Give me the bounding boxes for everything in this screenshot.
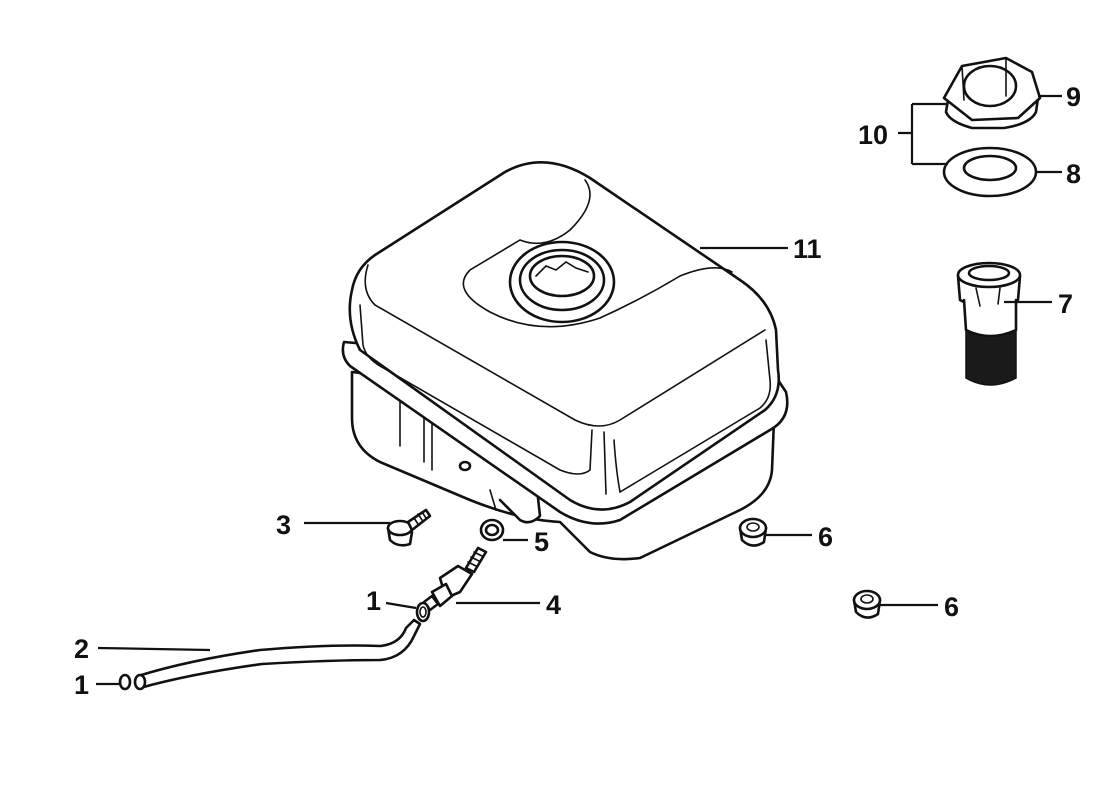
callout-6-lower: 6 [944, 592, 959, 622]
callout-5: 5 [534, 527, 549, 557]
callout-4: 4 [546, 590, 561, 620]
bolt [386, 508, 432, 547]
callout-7: 7 [1058, 289, 1073, 319]
callout-2: 2 [74, 634, 89, 664]
callout-1-lower: 1 [74, 670, 89, 700]
leader-lines [96, 94, 1062, 686]
callout-6-upper: 6 [818, 522, 833, 552]
hose-clamp-upper [415, 601, 431, 623]
fuel-cock [422, 546, 488, 612]
washer [479, 518, 505, 542]
hose-clamp-lower [118, 673, 132, 691]
leader-2 [97, 646, 211, 652]
callout-10: 10 [858, 120, 888, 150]
callout-1-upper: 1 [366, 586, 381, 616]
fuel-cap [942, 56, 1042, 130]
fuel-hose [133, 618, 422, 691]
fuel-tank [341, 161, 789, 561]
leader-1-upper [385, 601, 417, 610]
leader-10 [898, 102, 948, 166]
cap-gasket [942, 146, 1038, 198]
rubber-mount-lower [852, 589, 882, 619]
callout-3: 3 [276, 510, 291, 540]
callout-9: 9 [1066, 82, 1081, 112]
fuel-strainer [956, 261, 1022, 386]
callout-labels: 11 9 10 8 7 3 5 6 4 1 6 2 1 [74, 82, 1081, 700]
callout-8: 8 [1066, 159, 1081, 189]
callout-11: 11 [793, 234, 822, 264]
rubber-mount-upper [738, 517, 768, 547]
